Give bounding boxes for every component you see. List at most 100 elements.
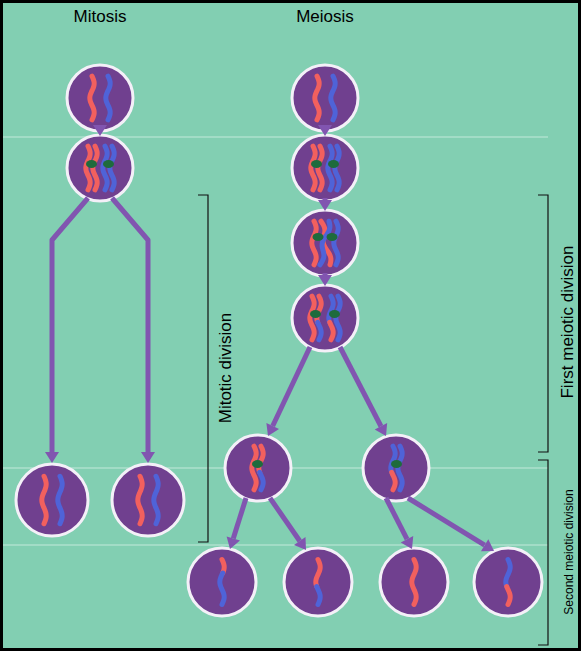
arrow-head [318,125,332,136]
bracket [538,460,548,645]
centromere [311,160,322,168]
chromatid [329,296,333,322]
arrow [318,125,332,136]
arrow-line [408,498,485,545]
arrow-line [386,498,407,539]
cell-membrane [16,464,88,536]
bracket [198,195,208,542]
arrow-head [294,537,306,550]
column-heading-holder: Meiosis [296,7,354,27]
cell-membrane [67,135,133,201]
chromatid [392,472,395,489]
chromatid [90,76,94,120]
arrow-head [375,423,387,436]
centromere [327,233,338,241]
chromatid [328,146,332,190]
chromatid [154,476,158,524]
chromatid [321,221,331,265]
arrow-head [45,452,59,463]
chromatid [220,573,224,604]
cell [225,435,291,501]
column-heading-holder: Mitosis [74,7,127,27]
chromatid [317,586,320,604]
cell [284,548,352,616]
cell [67,135,133,201]
bracket-line [198,195,208,542]
chromatid [317,296,321,322]
chromatid [318,322,321,339]
cell-membrane [67,65,133,131]
chromatid [507,586,510,604]
arrow-head [227,536,240,549]
cell-membrane [474,548,542,616]
cell [474,548,542,616]
bracket [538,195,548,452]
cell [292,135,358,201]
cell-membrane [363,435,429,501]
cell [112,464,184,536]
centromere [86,160,97,168]
cell-membrane [292,135,358,201]
chromatid [260,472,263,489]
arrow-line [323,198,328,200]
centromere [252,460,263,468]
arrow-line [270,498,300,541]
arrow [318,273,332,286]
centromere [310,310,321,318]
cell-membrane [112,464,184,536]
bracket-line [538,195,548,452]
arrow [408,498,494,551]
chromatid [259,446,263,472]
centromere [313,233,324,241]
arrow-head [318,200,332,211]
arrow-line [323,273,328,275]
chromatid [86,146,90,190]
cell-membrane [292,65,358,131]
centromere [329,310,340,318]
chromatid [334,221,338,265]
cell [292,210,358,276]
cell-membrane [188,548,256,616]
chromatid [320,221,330,265]
cell-membrane [292,285,358,351]
chromatid [398,446,402,490]
chromatid [310,296,314,340]
cell [363,435,429,501]
chromatid [42,476,46,524]
cell [67,65,133,131]
chromatid [58,476,62,524]
centromere [391,460,402,468]
chromatid [312,221,316,265]
arrow-head [141,452,155,463]
arrow [93,125,107,136]
arrow [227,498,246,549]
cell-membrane [284,548,352,616]
cell-membrane [380,548,448,616]
arrow-head [93,125,107,136]
column-heading: Meiosis [296,7,354,27]
cell-membrane [225,435,291,501]
chromatid [506,560,510,587]
bracket-label-holder: Second meiotic division [559,489,577,614]
bracket-label-holder: Mitotic division [216,313,236,424]
arrow [112,198,155,463]
cell [292,65,358,131]
chromatid [315,76,319,120]
chromatid [316,560,320,587]
centromere [103,160,114,168]
cell [292,285,358,351]
bracket-label: First meiotic division [558,245,578,398]
arrow-head [318,275,332,286]
chromatid [138,476,142,524]
chromatid [391,446,395,472]
bracket-label: Second meiotic division [563,489,577,614]
centromere [328,160,339,168]
arrow-head [401,536,413,549]
separator-line [2,544,548,546]
arrow-line [273,347,310,426]
column-heading: Mitosis [74,7,127,27]
bracket-line [538,460,548,645]
